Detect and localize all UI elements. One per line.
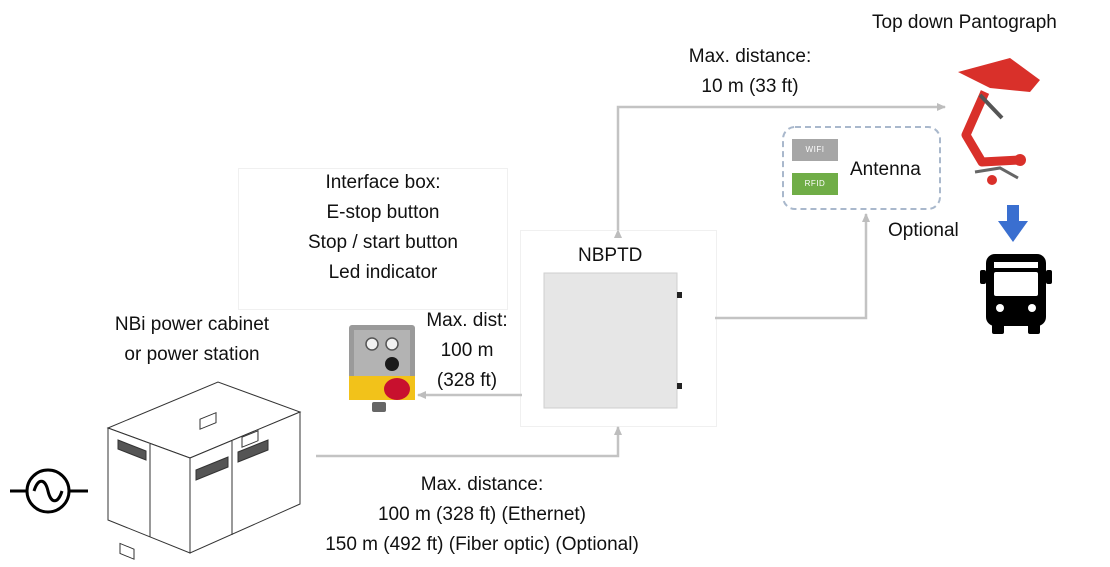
nbptd-enclosure [543, 272, 678, 409]
cabinet-distance-line2: 100 m (328 ft) (Ethernet) [377, 504, 587, 525]
nbptd-hinge-top [677, 292, 682, 298]
connector-nbptd-pantograph [614, 103, 946, 238]
interface-box-device [349, 325, 415, 412]
cabinet-vent-1 [195, 456, 229, 481]
nbptd-device [543, 272, 682, 409]
cabinet-panel-b [241, 430, 259, 448]
interface-distance-line2: 100 m [440, 340, 494, 361]
optional-label: Optional [888, 220, 959, 241]
interface-box-frame [238, 168, 508, 310]
optional-arrow-icon [998, 205, 1028, 242]
pantograph-icon [958, 58, 1040, 185]
pantograph-distance-line2: 10 m (33 ft) [701, 76, 799, 97]
interface-box-label: Interface box: E-stop button Stop / star… [278, 168, 488, 288]
cabinet-vent-2 [237, 439, 269, 463]
cable-gland [372, 402, 386, 412]
interface-distance-line3: (328 ft) [436, 370, 498, 391]
cabinet-distance-label: Max. distance: 100 m (328 ft) (Ethernet)… [272, 470, 692, 560]
rfid-tag: RFID [804, 179, 826, 188]
estop-button-icon [384, 378, 410, 400]
cabinet-label: NBi power cabinet or power station [92, 310, 292, 370]
cabinet-right-face [189, 411, 301, 554]
rfid-chip [792, 173, 838, 195]
stop-button-icon [385, 357, 399, 371]
cabinet-distance-line3: 150 m (492 ft) (Fiber optic) (Optional) [325, 534, 639, 555]
antenna-label: Antenna [850, 159, 921, 180]
connector-cabinet-nbptd [316, 426, 622, 458]
led-indicator-icon [365, 337, 379, 351]
interface-box-line2: E-stop button [326, 202, 440, 223]
pantograph-title: Top down Pantograph [872, 12, 1057, 33]
wifi-chip [792, 139, 838, 161]
ac-source-icon [10, 468, 88, 514]
nbptd-hinge-bottom [677, 383, 682, 389]
cabinet-distance-line1: Max. distance: [420, 474, 544, 495]
control-station-panel [354, 330, 410, 376]
bus-icon [980, 254, 1052, 334]
pantograph-distance-line1: Max. distance: [688, 46, 812, 67]
wifi-tag: WIFI [805, 145, 825, 154]
cabinet-line2: or power station [124, 344, 260, 365]
interface-box-line4: Led indicator [328, 262, 438, 283]
antenna-group [782, 126, 941, 210]
cabinet-panel-c [119, 542, 135, 560]
interface-box-line3: Stop / start button [308, 232, 458, 253]
pantograph-distance-label: Max. distance: 10 m (33 ft) [660, 42, 840, 102]
start-button-icon [385, 337, 399, 351]
interface-distance-label: Max. dist: 100 m (328 ft) [412, 306, 522, 396]
cabinet-panel-a [199, 412, 217, 430]
cabinet-line1: NBi power cabinet [114, 314, 270, 335]
cabinet-vent-3 [117, 439, 147, 461]
connectors [316, 103, 946, 458]
nbptd-title: NBPTD [578, 245, 643, 266]
interface-distance-line1: Max. dist: [426, 310, 508, 331]
interface-box-line1: Interface box: [325, 172, 441, 193]
connector-nbptd-antenna [715, 213, 870, 320]
power-cabinet-drawing [106, 381, 302, 560]
